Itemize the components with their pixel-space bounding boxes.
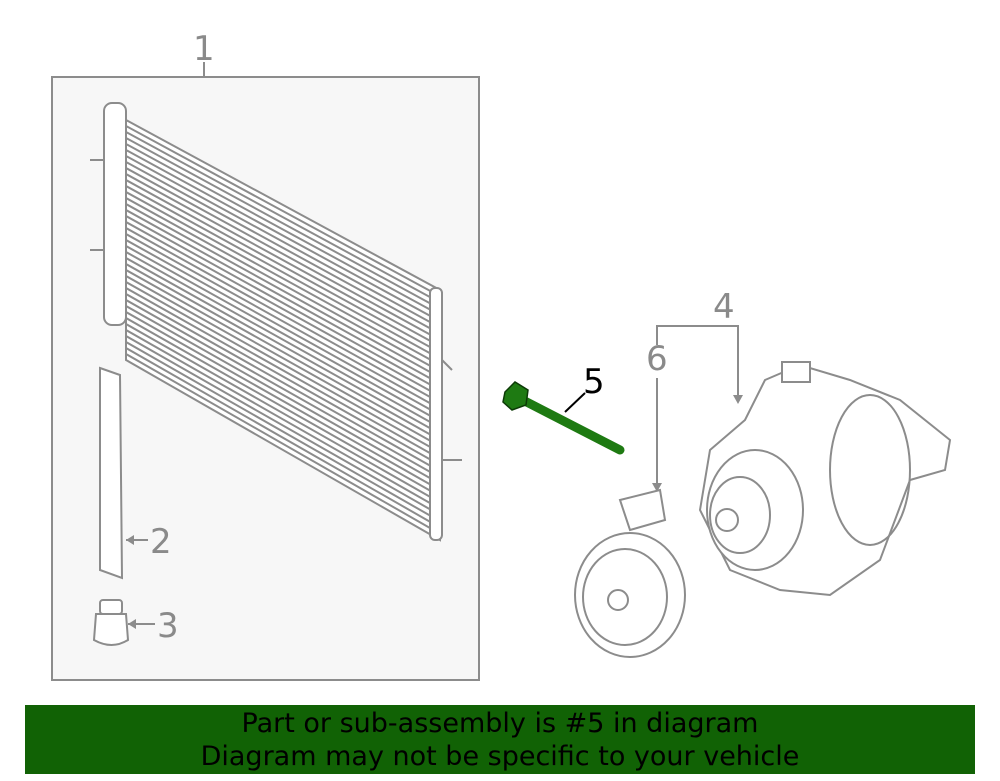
callout-2: 2 <box>150 522 172 562</box>
condenser-fin <box>125 161 441 335</box>
condenser-fin <box>125 155 441 329</box>
condenser-fin <box>125 287 441 466</box>
condenser-fin <box>125 257 441 435</box>
ac-compressor <box>698 361 952 597</box>
condenser-fin <box>125 251 441 429</box>
condenser-fin <box>125 353 441 535</box>
condenser-fin <box>125 131 441 304</box>
callout-4: 4 <box>713 287 735 327</box>
condenser-fin <box>125 215 441 391</box>
condenser-fin <box>125 221 441 398</box>
info-banner: Part or sub-assembly is #5 in diagram Di… <box>25 705 975 774</box>
condenser-fin <box>125 149 441 323</box>
condenser-fin <box>125 239 441 416</box>
banner-line-1: Part or sub-assembly is #5 in diagram <box>241 708 759 739</box>
condenser-fin <box>125 143 441 316</box>
condenser-fin <box>125 281 441 460</box>
condenser-fin <box>125 263 441 441</box>
condenser-fin <box>125 347 441 529</box>
condenser-fin <box>125 209 441 385</box>
condenser-fin <box>125 125 441 298</box>
callout-1: 1 <box>193 29 215 69</box>
condenser-fin <box>125 173 441 348</box>
compressor-clutch <box>574 488 686 658</box>
condenser-fin <box>125 245 441 423</box>
condenser-fin <box>125 203 441 379</box>
condenser-fin <box>125 305 441 485</box>
callout-6: 6 <box>646 339 668 379</box>
condenser-fin <box>125 137 441 310</box>
condenser-fin <box>125 293 441 473</box>
condenser-fin <box>125 167 441 341</box>
condenser-fin <box>125 311 441 491</box>
condenser-fin <box>125 323 441 504</box>
condenser-fin <box>125 269 441 448</box>
condenser-fin <box>125 191 441 366</box>
receiver-drier <box>99 366 124 580</box>
condenser-fin <box>125 329 441 510</box>
condenser-fin <box>125 179 441 354</box>
condenser-fin <box>125 299 441 479</box>
callout-3: 3 <box>157 606 179 646</box>
banner-line-2: Diagram may not be specific to your vehi… <box>200 741 800 772</box>
condenser-fin <box>125 197 441 373</box>
callout-5: 5 <box>583 362 605 402</box>
condenser <box>90 102 462 542</box>
condenser-fin <box>125 275 441 454</box>
condenser-fin <box>125 335 441 516</box>
drain-plug <box>92 599 130 646</box>
condenser-fin <box>125 341 441 523</box>
condenser-fin <box>125 317 441 498</box>
condenser-fin <box>125 227 441 404</box>
condenser-fin <box>125 185 441 360</box>
condenser-fin <box>125 233 441 410</box>
bolt-part-5 <box>502 381 625 455</box>
